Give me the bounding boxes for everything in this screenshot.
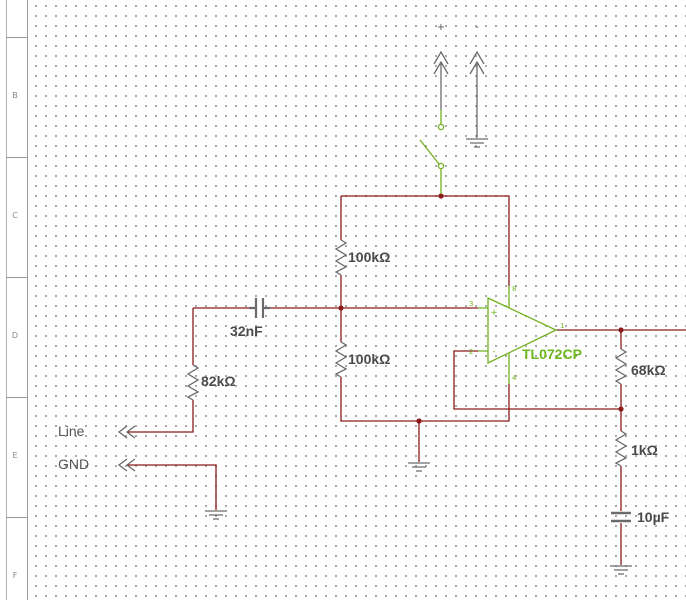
wires	[128, 195, 686, 565]
port-line[interactable]: Line	[58, 423, 136, 439]
wire-gnd-input[interactable]	[128, 464, 217, 510]
junction-dot	[438, 193, 444, 199]
junction-dot	[618, 406, 624, 412]
port-gnd-label: GND	[58, 456, 89, 472]
ruler-zone-label: F	[12, 571, 18, 580]
supply-minus-arrow[interactable]: -	[469, 22, 485, 138]
port-gnd[interactable]: GND	[58, 456, 136, 472]
wire-feedback-loop[interactable]	[453, 350, 621, 410]
resistor-label: 100kΩ	[348, 249, 390, 265]
ground-symbol-output	[610, 565, 632, 575]
opamp-pin-number: 8	[512, 285, 516, 293]
resistor-68k[interactable]: 68kΩ	[614, 348, 666, 385]
port-line-label: Line	[58, 423, 85, 439]
opamp-pin-number: 1	[560, 322, 564, 330]
resistor-100k-bottom[interactable]: 100kΩ	[334, 341, 390, 378]
ruler-tick	[6, 157, 27, 158]
opamp-label: TL072CP	[522, 346, 582, 362]
port-gnd-arrow	[117, 458, 136, 472]
opamp-tl072cp[interactable]: + - 8 3 2 4 1 TL072CP	[469, 285, 582, 384]
resistor-label: 1kΩ	[631, 442, 658, 458]
supply-plus-label: +	[437, 22, 445, 33]
power-switch[interactable]	[419, 110, 445, 194]
capacitor-32nf[interactable]: 32nF	[230, 298, 270, 339]
resistor-label: 82kΩ	[201, 373, 236, 389]
junction-dot	[416, 418, 422, 424]
opamp-minus-sign: -	[492, 347, 495, 357]
wire-top-rail[interactable]	[341, 195, 510, 286]
opamp-pin-number: 3	[469, 300, 473, 308]
wire-line-input[interactable]	[128, 400, 194, 433]
opamp-pin-number: 4	[512, 374, 517, 382]
ruler-tick	[6, 277, 27, 278]
junction-dot	[618, 327, 624, 333]
ruler-tick	[6, 397, 27, 398]
port-line-arrow	[117, 425, 136, 439]
resistor-100k-top[interactable]: 100kΩ	[334, 239, 390, 276]
opamp-body	[487, 296, 558, 365]
resistor-82k[interactable]: 82kΩ	[186, 364, 236, 401]
supply-minus-label: -	[475, 22, 479, 33]
ruler-rail	[6, 0, 7, 600]
supply-plus-arrow[interactable]: +	[433, 22, 449, 110]
capacitor-label: 32nF	[230, 323, 263, 339]
opamp-plus-sign: +	[490, 308, 498, 318]
zone-ruler: B C D E F	[0, 0, 28, 600]
opamp-pin-number: 2	[469, 348, 473, 356]
capacitor-label: 10µF	[637, 509, 670, 525]
resistor-label: 68kΩ	[631, 362, 666, 378]
resistor-label: 100kΩ	[348, 351, 390, 367]
ruler-zone-label: C	[12, 211, 18, 220]
ground-symbol-divider	[408, 462, 430, 472]
ruler-zone-label: E	[12, 451, 18, 460]
junctions	[338, 193, 624, 424]
ground-symbol-supply	[466, 138, 488, 148]
resistor-1k[interactable]: 1kΩ	[614, 430, 658, 467]
wire-divider-bottom[interactable]	[340, 377, 510, 422]
ground-symbol-gnd-port	[205, 510, 227, 520]
ruler-zone-label: B	[12, 91, 18, 100]
opamp-input-pins	[478, 307, 488, 352]
ruler-zone-label: D	[11, 331, 19, 340]
capacitor-10uf[interactable]: 10µF	[611, 509, 670, 525]
ruler-tick	[6, 517, 27, 518]
ruler-tick	[6, 37, 27, 38]
junction-dot	[338, 305, 344, 311]
